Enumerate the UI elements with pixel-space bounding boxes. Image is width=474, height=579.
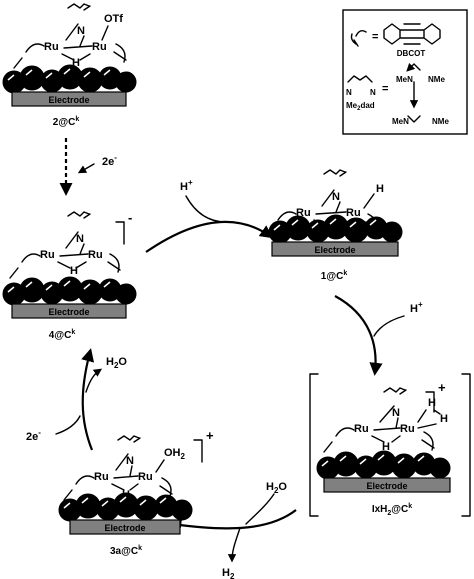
svg-text:Ru: Ru <box>346 207 361 219</box>
charge-ix: + <box>438 380 446 395</box>
charge-4: - <box>128 210 132 225</box>
svg-text:Ru: Ru <box>88 249 103 261</box>
svg-text:Ru: Ru <box>40 249 55 261</box>
legend-dbcot-eq: = <box>372 31 378 43</box>
atom-ru-left: Ru <box>44 41 59 53</box>
svg-text:N: N <box>346 88 352 97</box>
svg-text:Electrode: Electrode <box>366 481 407 491</box>
arrow-1-to-ix <box>334 295 383 376</box>
ligand-oh2: OH2 <box>164 447 186 461</box>
svg-text:Electrode: Electrode <box>48 307 89 317</box>
svg-text:N: N <box>76 233 84 245</box>
svg-text:=: = <box>382 83 388 95</box>
svg-text:Ru: Ru <box>138 471 153 483</box>
svg-text:Electrode: Electrode <box>314 245 355 255</box>
svg-text:H: H <box>70 265 78 277</box>
svg-text:H: H <box>376 183 384 195</box>
label-IxH2@Ck: IxH2@Ck <box>372 503 412 517</box>
svg-text:H: H <box>428 397 436 409</box>
legend-dbcot-label: DBCOT <box>397 49 426 58</box>
arrow-ix-to-3a <box>168 509 297 532</box>
step-proton-b: H+ <box>410 300 423 315</box>
atom-n: N <box>77 25 85 37</box>
label-1@Ck: 1@Ck <box>321 270 348 282</box>
label-3a@Ck: 3a@Ck <box>110 545 142 557</box>
svg-text:Ru: Ru <box>94 471 109 483</box>
step-h2-out: H2 <box>222 567 235 579</box>
complex-1: N Ru Ru H H Electrode 1@Ck <box>265 169 403 282</box>
svg-text:NMe: NMe <box>432 117 449 126</box>
label-2@Ck: 2@Ck <box>53 116 80 128</box>
step-water-in: H2O <box>266 481 287 495</box>
step-proton-a: H+ <box>180 178 193 193</box>
svg-text:H: H <box>382 441 390 453</box>
svg-text:Ru: Ru <box>400 423 415 435</box>
svg-text:NMe: NMe <box>428 75 445 84</box>
atom-ru-right: Ru <box>92 41 107 53</box>
me2dad-structures-icon <box>408 64 420 123</box>
complex-3a: N Ru Ru H OH2 + Electrode 3a@Ck <box>58 428 214 557</box>
atom-h: H <box>72 57 80 69</box>
ligand-legend: = DBCOT N N Me2dad = MeN NMe MeN NMe <box>342 9 468 135</box>
svg-text:N: N <box>370 88 376 97</box>
svg-text:N: N <box>392 407 400 419</box>
legend-me2dad: Me2dad <box>346 101 375 112</box>
step-water-out: H2O <box>106 356 127 370</box>
svg-text:Electrode: Electrode <box>104 523 145 533</box>
svg-text:H: H <box>440 413 448 425</box>
svg-text:Ru: Ru <box>354 423 369 435</box>
step-2e-b: 2e- <box>26 428 41 443</box>
step-2e: 2e- <box>102 153 117 168</box>
ligand-otf: OTf <box>104 13 123 25</box>
complex-ix: N Ru Ru H H H + Electrode IxH2@Ck <box>309 373 471 517</box>
svg-text:N: N <box>126 455 134 467</box>
arrow-3a-to-4 <box>81 348 95 451</box>
complex-4: N Ru Ru H - Electrode 4@Ck <box>2 210 137 341</box>
svg-text:N: N <box>332 191 340 203</box>
charge-3a: + <box>206 428 214 443</box>
electrode-2-label: Electrode <box>48 95 89 105</box>
svg-text:MeN: MeN <box>392 117 409 126</box>
electrode-2 <box>11 91 127 107</box>
arrow-4-to-1 <box>145 220 274 253</box>
complex-2: N Ru Ru H OTf Electrode 2@Ck <box>2 3 137 128</box>
label-4@Ck: 4@Ck <box>49 329 76 341</box>
svg-text:MeN: MeN <box>396 75 413 84</box>
dbcot-structure-icon <box>383 23 441 45</box>
